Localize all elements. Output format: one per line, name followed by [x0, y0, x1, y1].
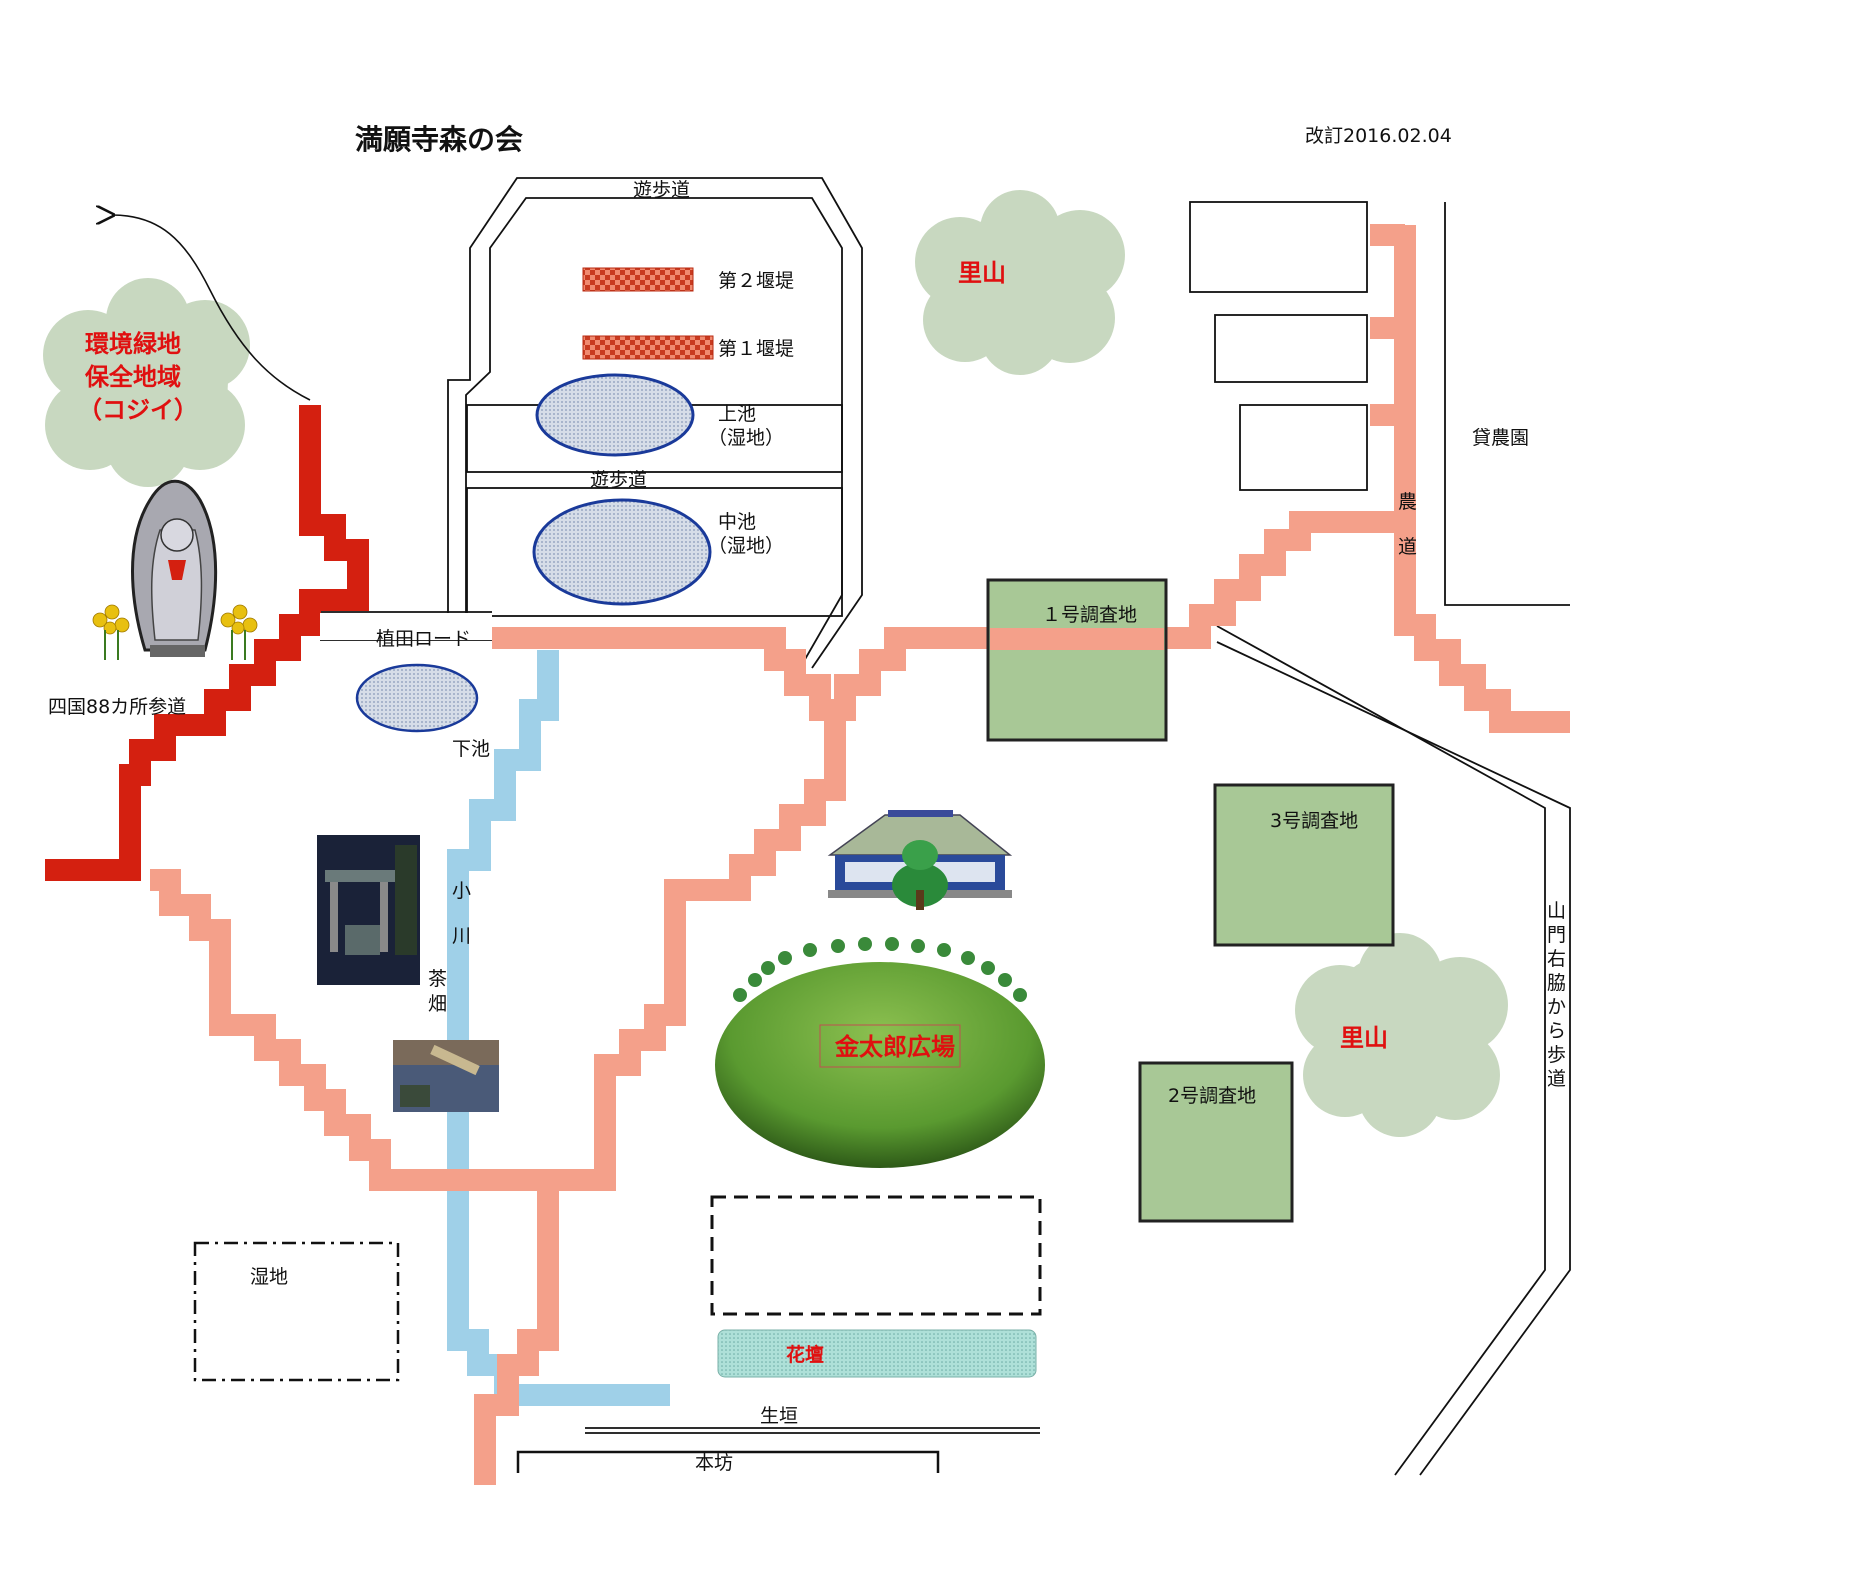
wetland-label: 湿地	[250, 1266, 288, 1288]
satoyama-right-area: 里山	[1295, 933, 1508, 1137]
sanmon-path-label: 山 門 右 脇 か ら 歩 道	[1547, 900, 1566, 1090]
sanmon-char-7: 道	[1547, 1068, 1566, 1090]
upper-pond-label-1: 上池	[718, 403, 756, 425]
survey-plot-3: 3号調査地	[1213, 783, 1395, 947]
walkway-mid-label: 遊歩道	[590, 469, 647, 491]
henro-path	[45, 405, 369, 881]
revision-date: 改訂2016.02.04	[1305, 125, 1452, 147]
allotment-plots	[1189, 201, 1368, 491]
satoyama-top-area: 里山	[915, 190, 1125, 375]
flowerbed-label: 花壇	[786, 1343, 824, 1366]
ueda-road-gap	[320, 613, 492, 640]
weir-1-label: 第１堰堤	[718, 338, 794, 360]
sanmon-char-2: 右	[1547, 948, 1566, 970]
farm-road-label-1: 農	[1398, 491, 1417, 513]
stream-photo	[393, 1040, 499, 1112]
henro-label: 四国88カ所参道	[48, 696, 186, 718]
conservation-label-3: （コジイ）	[78, 396, 198, 424]
middle-pond-label-1: 中池	[718, 511, 756, 533]
map-title: 満願寺森の会	[355, 123, 523, 156]
allotment-label: 貸農園	[1472, 427, 1529, 449]
dashed-area	[710, 1195, 1042, 1316]
trail-network	[150, 224, 1570, 1485]
main-hall-label: 本坊	[695, 1452, 733, 1474]
walkway-top-label: 遊歩道	[633, 179, 690, 201]
tea-field-label-1: 茶	[428, 968, 447, 990]
conservation-label-1: 環境緑地	[85, 330, 181, 358]
direction-arrow	[112, 215, 311, 401]
middle-pond	[532, 498, 712, 606]
survey-plot-1: １号調査地	[986, 578, 1168, 742]
sanmon-char-6: 歩	[1547, 1044, 1566, 1066]
hedge-label: 生垣	[760, 1405, 798, 1427]
sanmon-char-3: 脇	[1547, 972, 1566, 994]
stream-label-1: 小	[452, 880, 471, 902]
survey-plot-2: 2号調査地	[1138, 1061, 1294, 1223]
conservation-label-2: 保全地域	[84, 363, 181, 391]
upper-pond-label-2: （湿地）	[708, 427, 784, 449]
weir-2-label: 第２堰堤	[718, 270, 794, 292]
conservation-area: 環境緑地 保全地域 （コジイ）	[43, 278, 250, 487]
survey-plot-3-label: 3号調査地	[1270, 810, 1358, 832]
satoyama-right-label: 里山	[1340, 1024, 1388, 1052]
temple-building-icon	[827, 810, 1013, 910]
sanmon-char-1: 門	[1547, 924, 1566, 946]
main-hall-outline	[516, 1450, 940, 1473]
middle-pond-label-2: （湿地）	[708, 535, 784, 557]
sanmon-char-5: ら	[1547, 1020, 1566, 1042]
weir-1	[582, 335, 714, 360]
kintaro-plaza-label: 金太郎広場	[834, 1033, 955, 1061]
sanmon-char-4: か	[1547, 996, 1566, 1018]
lower-pond-label: 下池	[452, 738, 490, 760]
lower-pond	[355, 663, 479, 733]
tea-field-label-2: 畑	[428, 993, 447, 1015]
survey-plot-2-label: 2号調査地	[1168, 1085, 1256, 1107]
stream-label-2: 川	[452, 925, 471, 947]
survey-plot-1-label: １号調査地	[1042, 604, 1137, 626]
farm-road-label-2: 道	[1398, 536, 1417, 558]
flowerbed	[717, 1329, 1037, 1378]
stream	[447, 650, 670, 1406]
wetland-area	[193, 1241, 400, 1382]
satoyama-top-label: 里山	[958, 259, 1006, 287]
jizo-statue-icon	[92, 479, 258, 660]
shrine-photo	[317, 835, 420, 985]
sanmon-char-0: 山	[1547, 900, 1566, 922]
kintaro-plaza: 金太郎広場	[715, 937, 1045, 1168]
upper-pond	[535, 373, 695, 457]
ueda-road-label: 植田ロード	[376, 628, 471, 650]
walkway-outline	[320, 177, 1571, 1476]
weir-2	[582, 267, 694, 292]
